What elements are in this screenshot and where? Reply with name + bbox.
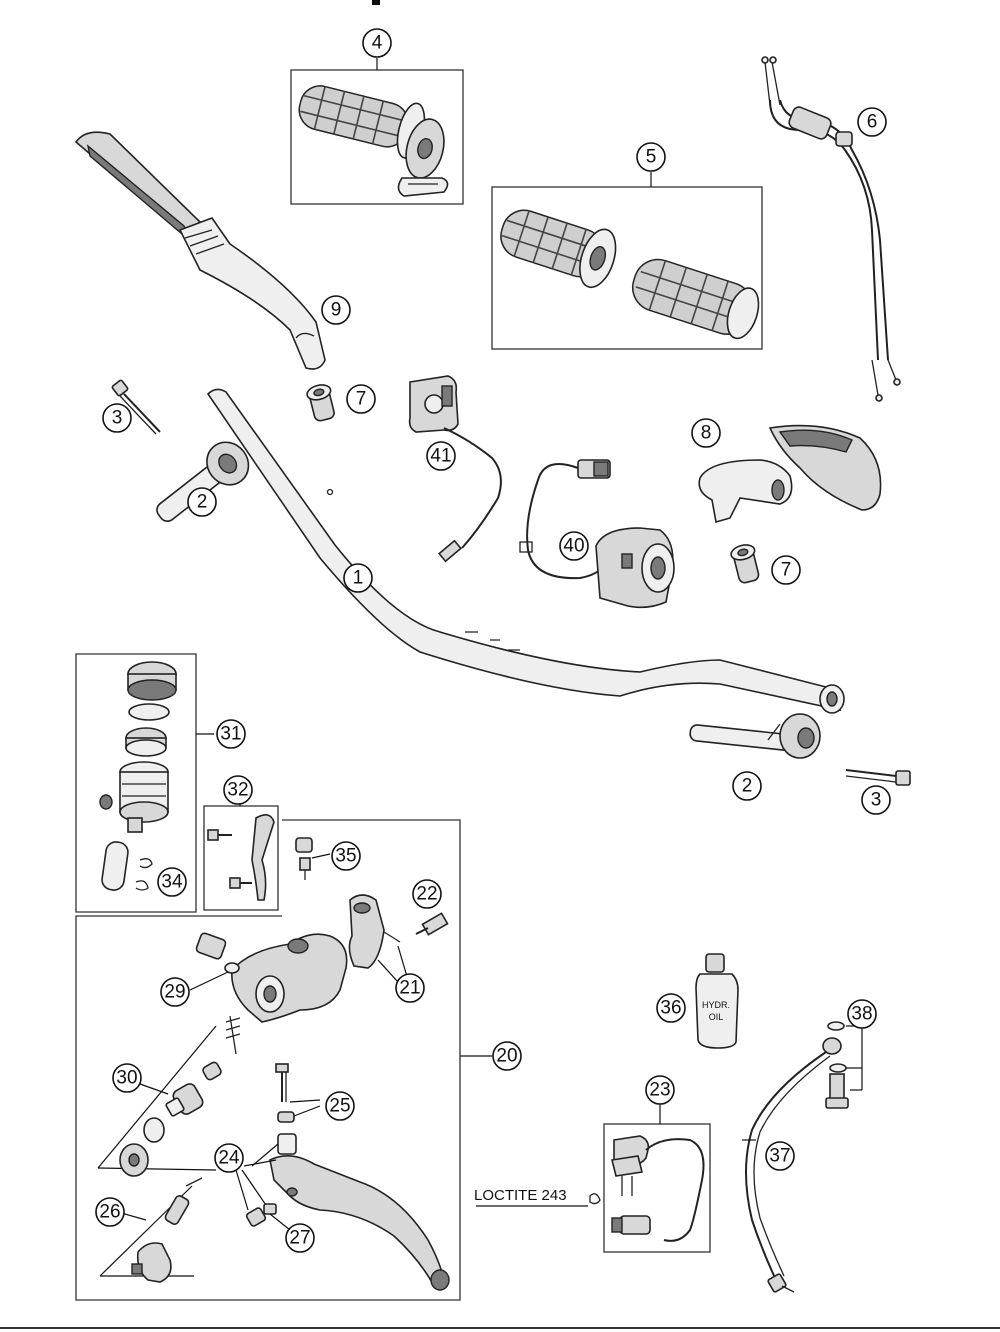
callout-label-32: 32 xyxy=(227,780,248,801)
callout-label-20: 20 xyxy=(496,1046,517,1067)
callout-7-top: 7 xyxy=(346,384,376,414)
callout-37: 37 xyxy=(765,1141,795,1171)
callout-label-31: 31 xyxy=(220,724,241,745)
callout-38: 38 xyxy=(847,999,877,1029)
callout-label-22: 22 xyxy=(416,884,437,905)
part-41-switch xyxy=(408,375,502,563)
callout-label-30: 30 xyxy=(116,1068,137,1089)
callout-22: 22 xyxy=(412,879,442,909)
callout-34: 34 xyxy=(157,867,187,897)
callout-2-right: 2 xyxy=(732,771,762,801)
callout-5: 5 xyxy=(636,142,666,187)
callout-label-25: 25 xyxy=(329,1096,350,1117)
callout-label-8: 8 xyxy=(701,423,712,444)
callout-24: 24 xyxy=(214,1143,244,1173)
part-31-reservoir-kit xyxy=(75,653,214,913)
callout-label-3-left: 3 xyxy=(112,408,123,429)
callout-label-23: 23 xyxy=(649,1080,670,1101)
callout-label-7-right: 7 xyxy=(781,560,792,581)
callout-29: 29 xyxy=(160,977,190,1007)
callout-label-6: 6 xyxy=(867,112,878,133)
callout-32: 32 xyxy=(223,775,253,805)
part-20-master-cylinder-kit xyxy=(75,819,492,1301)
callout-label-40: 40 xyxy=(563,536,584,557)
callout-label-24: 24 xyxy=(218,1148,240,1169)
callout-3-left: 3 xyxy=(102,403,132,433)
callout-label-35: 35 xyxy=(335,846,356,867)
part-2-bar-end-right xyxy=(689,713,821,759)
callout-label-37: 37 xyxy=(769,1146,790,1167)
callout-30: 30 xyxy=(112,1063,142,1093)
callout-3-right: 3 xyxy=(861,785,891,815)
part-9-left-mirror xyxy=(74,131,326,370)
callout-23: 23 xyxy=(645,1075,675,1105)
part-34-hose-clips xyxy=(101,841,153,891)
callout-4: 4 xyxy=(362,28,392,70)
part-8-hand-guard xyxy=(698,424,882,524)
part-7-weight-top xyxy=(306,384,335,422)
callout-1: 1 xyxy=(343,563,373,593)
callout-35: 35 xyxy=(331,841,361,871)
part-1-handlebar xyxy=(206,388,845,714)
part-7-weight-right xyxy=(730,544,760,584)
callout-36: 36 xyxy=(656,993,686,1023)
callout-26: 26 xyxy=(95,1197,125,1227)
callout-9: 9 xyxy=(321,295,351,325)
part-6-throttle-cables xyxy=(761,56,901,402)
callout-label-2-left: 2 xyxy=(197,492,208,513)
top-edge-mark xyxy=(372,0,380,5)
callout-label-1: 1 xyxy=(353,568,364,589)
part-40-combination-switch xyxy=(519,459,675,609)
bottle-label-line2: OIL xyxy=(709,1012,724,1022)
callout-8: 8 xyxy=(691,418,721,448)
callout-27: 27 xyxy=(285,1223,315,1253)
callout-label-4: 4 xyxy=(372,33,383,54)
callout-label-21: 21 xyxy=(399,978,420,999)
bottle-label-line1: HYDR. xyxy=(702,1000,730,1010)
part-2-bar-end-left xyxy=(156,441,250,522)
part-3-bolt-left xyxy=(111,379,161,435)
callout-label-26: 26 xyxy=(99,1202,120,1223)
callout-label-36: 36 xyxy=(660,998,681,1019)
part-38-banjo-bolt xyxy=(825,1021,863,1109)
part-4-throttle-grip xyxy=(290,69,464,205)
callout-7-right: 7 xyxy=(771,555,801,585)
part-32-lever-screws xyxy=(203,804,279,911)
callout-2-left: 2 xyxy=(187,487,217,517)
callout-41: 41 xyxy=(426,441,456,471)
callout-label-2-right: 2 xyxy=(742,776,753,797)
callout-25: 25 xyxy=(325,1091,355,1121)
part-37-brake-hose xyxy=(742,1037,842,1293)
part-5-grip-pair xyxy=(491,186,763,350)
part-5-box xyxy=(491,186,763,350)
callout-40: 40 xyxy=(559,531,589,561)
callout-label-34: 34 xyxy=(161,872,183,893)
part-3-bolt-right xyxy=(845,769,911,786)
callout-label-29: 29 xyxy=(164,982,185,1003)
callout-21: 21 xyxy=(395,973,425,1003)
callout-label-3-right: 3 xyxy=(871,790,882,811)
part-23-brake-switch xyxy=(476,1100,711,1253)
callout-label-5: 5 xyxy=(646,147,657,168)
callout-label-7-top: 7 xyxy=(356,389,367,410)
callout-31: 31 xyxy=(216,719,246,749)
callout-label-9: 9 xyxy=(331,300,342,321)
callout-label-38: 38 xyxy=(851,1004,872,1025)
callout-6: 6 xyxy=(857,107,887,137)
part-36-hydraulic-oil: HYDR. OIL xyxy=(695,953,739,1049)
callout-label-27: 27 xyxy=(289,1228,310,1249)
loctite-note: LOCTITE 243 xyxy=(474,1187,567,1204)
callout-20: 20 xyxy=(492,1041,522,1071)
callout-label-41: 41 xyxy=(430,446,451,467)
